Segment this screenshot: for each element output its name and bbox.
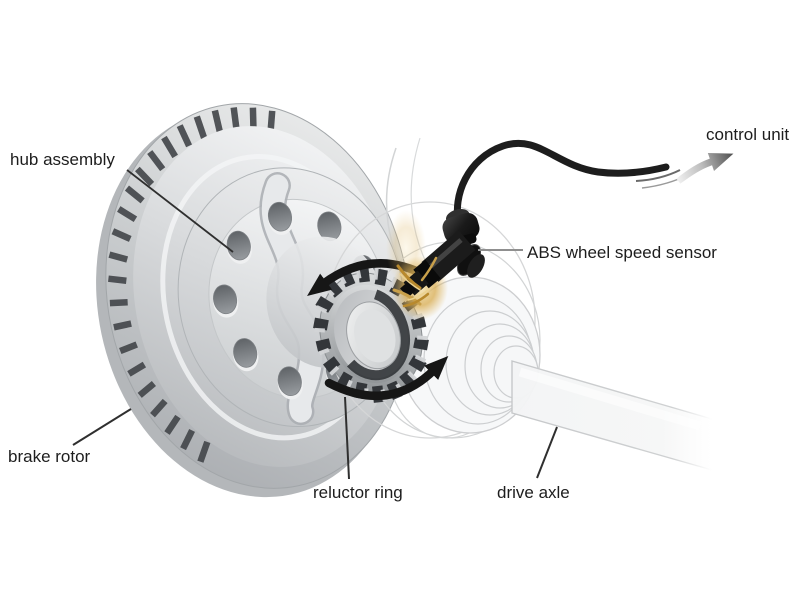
leader-line-drive-axle xyxy=(536,426,558,479)
bore-shadow xyxy=(332,287,410,381)
rotation-arrow-lower-icon xyxy=(324,356,449,401)
label-control-unit: control unit xyxy=(706,125,790,144)
drive-axle-illustration xyxy=(324,137,713,471)
label-hub-assembly: hub assembly xyxy=(10,150,115,169)
label-brake-rotor: brake rotor xyxy=(8,447,91,466)
label-abs-wheel-speed-sensor: ABS wheel speed sensor xyxy=(527,243,717,262)
sensor-sparks xyxy=(392,256,438,308)
leader-line-brake-rotor xyxy=(72,408,132,446)
cv-boot xyxy=(399,276,541,434)
sensor-tip-cap xyxy=(400,281,416,298)
sensor-body-highlight xyxy=(428,238,463,269)
label-reluctor-ring: reluctor ring xyxy=(313,483,403,502)
axle-shaft xyxy=(511,360,713,471)
sensor-body xyxy=(421,230,476,282)
sensor-mount-washer-2 xyxy=(467,254,485,278)
sensor-cable xyxy=(453,139,670,228)
leader-line-hub-assembly xyxy=(126,169,234,253)
brake-rotor-illustration xyxy=(96,103,411,498)
flow-arrow-to-control-unit-icon xyxy=(676,152,734,184)
bore-center xyxy=(354,309,396,363)
leader-line-reluctor-ring xyxy=(344,396,350,480)
abs-sensor-illustration xyxy=(400,139,691,298)
rotor-cooling-vents xyxy=(108,107,276,463)
cable-fade-line xyxy=(635,169,681,182)
sensor-glow-bleed xyxy=(386,210,426,286)
sensor-elbow-boot xyxy=(442,208,480,248)
label-drive-axle: drive axle xyxy=(497,483,570,502)
